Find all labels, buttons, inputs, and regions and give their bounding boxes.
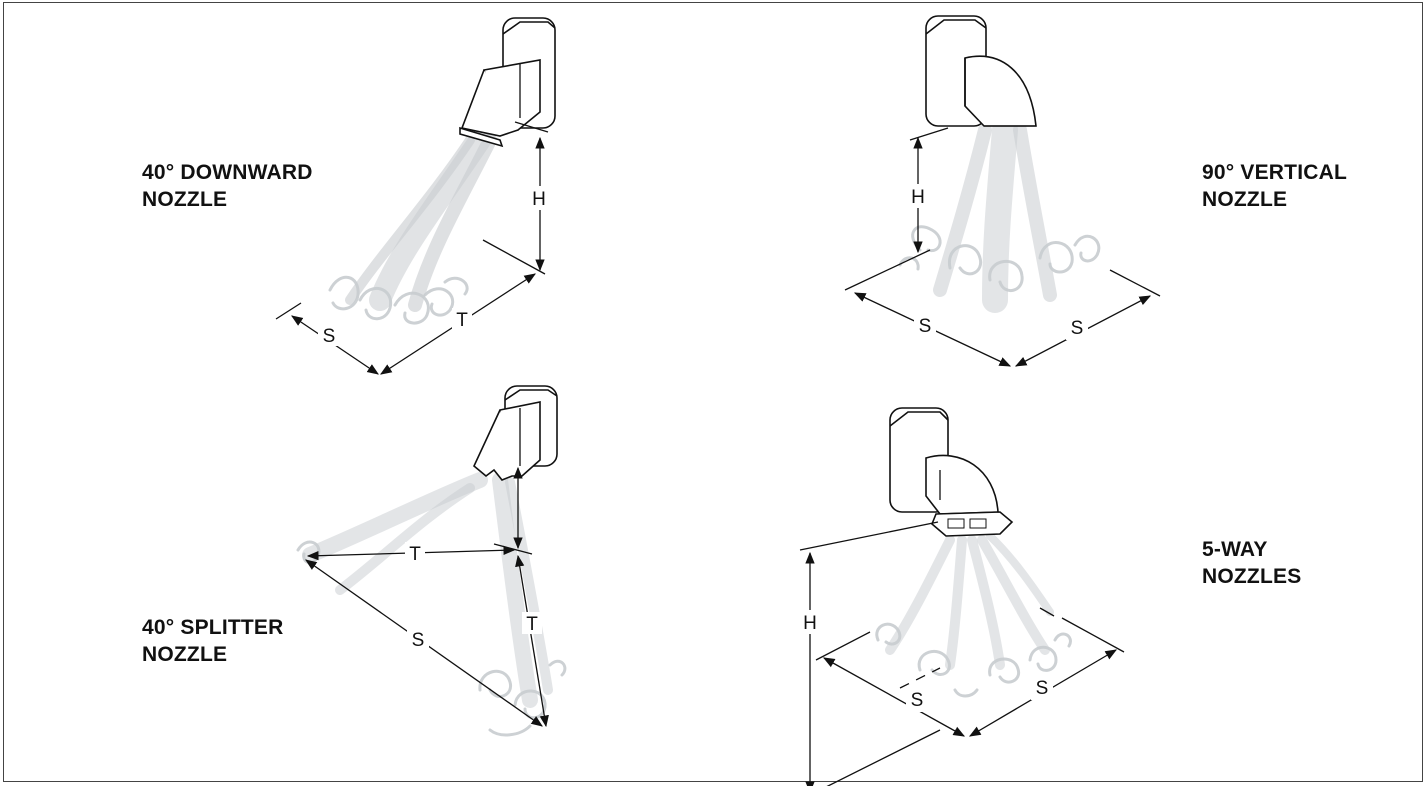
- splitter-title-line2: NOZZLE: [142, 643, 228, 666]
- vertical-nozzle-body: [925, 15, 1037, 127]
- fiveway-s-right-ext-dash: [1039, 607, 1055, 617]
- fiveway-h-bottom-ext: [826, 729, 941, 786]
- splitter-s-label: S: [412, 630, 425, 651]
- fiveway-s-left-ext: [815, 631, 871, 661]
- splitter-t-top-label: T: [409, 544, 421, 565]
- fiveway-h-label: H: [803, 613, 817, 634]
- downward-h-top-ext: [514, 121, 549, 133]
- fiveway-spray: [875, 532, 1072, 698]
- vertical-nozzle-panel: H S S: [844, 15, 1161, 367]
- fiveway-s-right-ext: [1061, 617, 1125, 653]
- fiveway-h-top-ext: [799, 521, 939, 551]
- splitter-t-side-label: T: [526, 614, 538, 635]
- splitter-nozzle-panel: T T S: [296, 385, 567, 737]
- vertical-h-label: H: [911, 187, 925, 208]
- fiveway-centerline: [899, 667, 941, 689]
- fiveway-s-left-dimension: [822, 657, 966, 737]
- vertical-h-bottom-ext: [844, 249, 931, 291]
- vertical-h-top-ext: [909, 127, 949, 141]
- splitter-title-line1: 40° SPLITTER: [142, 616, 284, 639]
- splitter-spray: [296, 472, 567, 737]
- figure-frame: [3, 2, 1423, 782]
- fiveway-s-right-label: S: [1036, 678, 1049, 699]
- downward-h-label: H: [532, 189, 546, 210]
- fiveway-title-line2: NOZZLES: [1202, 565, 1302, 588]
- downward-s-ext: [275, 302, 302, 320]
- downward-title-line2: NOZZLE: [142, 188, 228, 211]
- splitter-nozzle-body: [473, 385, 558, 481]
- fiveway-nozzle-title: 5-WAY NOZZLES: [1202, 536, 1301, 590]
- downward-t-label: T: [456, 310, 468, 331]
- downward-nozzle-panel: H T S: [275, 17, 556, 375]
- downward-spray: [328, 129, 497, 325]
- downward-s-label: S: [323, 326, 336, 347]
- fiveway-s-left-label: S: [911, 690, 924, 711]
- fiveway-title-line1: 5-WAY: [1202, 538, 1268, 561]
- downward-h-bottom-ext: [482, 239, 546, 275]
- downward-nozzle-body: [459, 17, 556, 148]
- downward-title-line1: 40° DOWNWARD: [142, 161, 313, 184]
- vertical-title-line2: NOZZLE: [1202, 188, 1288, 211]
- vertical-s-right-ext: [1109, 269, 1161, 297]
- vertical-s-left-label: S: [919, 316, 932, 337]
- splitter-nozzle-title: 40° SPLITTER NOZZLE: [142, 614, 284, 668]
- vertical-title-line1: 90° VERTICAL: [1202, 161, 1347, 184]
- vertical-nozzle-title: 90° VERTICAL NOZZLE: [1202, 159, 1347, 213]
- fiveway-nozzle-panel: H S S: [798, 407, 1125, 786]
- vertical-s-right-label: S: [1071, 318, 1084, 339]
- fiveway-nozzle-body: [889, 407, 1014, 537]
- downward-nozzle-title: 40° DOWNWARD NOZZLE: [142, 159, 313, 213]
- vertical-spray: [898, 117, 1101, 313]
